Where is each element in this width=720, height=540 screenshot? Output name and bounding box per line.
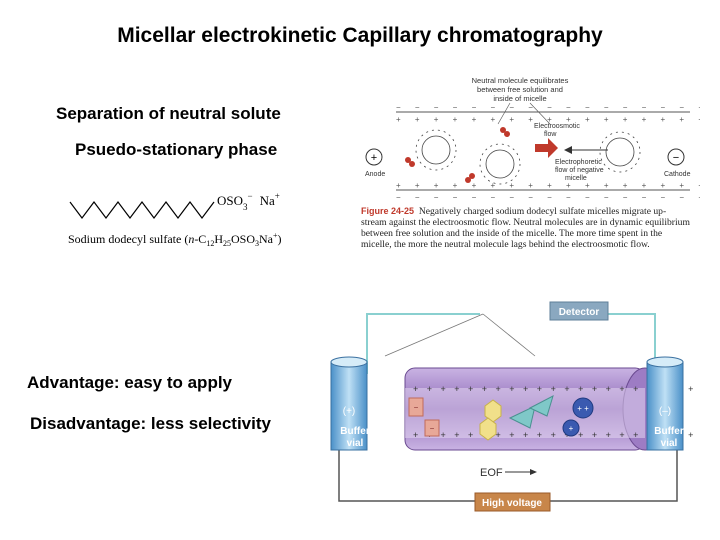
anion-analyte xyxy=(572,397,594,419)
high-voltage-label: High voltage xyxy=(482,498,542,509)
svg-text:+ + + + + + + + + + + + + + +: + + + + + + + + + + + + + + + + + + + + … xyxy=(396,115,700,124)
cation-analyte xyxy=(408,397,424,417)
right-vial-sign: (–) xyxy=(659,406,671,417)
caption-label: Figure 24-25 xyxy=(361,206,415,216)
micelle-figure: Neutral molecule equilibrates between fr… xyxy=(365,76,700,202)
sds-structure: OSO3−Na+ Sodium dodecyl sulfate (n-C12H2… xyxy=(68,191,282,248)
micelle-3 xyxy=(599,131,641,173)
note-line-1: Neutral molecule equilibrates xyxy=(472,76,569,85)
eo-flow-arrow xyxy=(535,138,558,158)
detector-label: Detector xyxy=(559,307,600,318)
right-vial-label-2: vial xyxy=(661,438,678,449)
micelle-1 xyxy=(415,129,457,171)
svg-text:+: + xyxy=(569,424,574,433)
svg-text:−: − xyxy=(430,424,435,433)
left-vial-label-1: Buffer xyxy=(340,426,370,437)
svg-text:− − − − − − − − − − − − − − −: − − − − − − − − − − − − − − − − − − − − … xyxy=(396,103,700,112)
eo-flow-label-2: flow xyxy=(544,131,557,138)
anode-symbol xyxy=(365,148,383,166)
anode-label: Anode xyxy=(365,171,385,178)
ep-flow-label-1: Electrophoretic xyxy=(555,159,602,166)
note-line-2: between free solution and xyxy=(477,85,563,94)
ep-flow-label-3: micelle xyxy=(565,175,587,182)
note-line-3: inside of micelle xyxy=(493,94,546,103)
ep-flow-arrow xyxy=(564,146,572,154)
eo-flow-label-1: Electroosmotic xyxy=(534,123,580,130)
left-vial-sign: (+) xyxy=(343,406,356,417)
caption-text: Negatively charged sodium dodecyl sulfat… xyxy=(361,206,690,250)
svg-text:−: − xyxy=(414,403,419,412)
sds-headgroup: OSO3−Na+ xyxy=(217,191,280,212)
left-vial-label-2: vial xyxy=(347,438,364,449)
cathode-symbol xyxy=(667,148,685,166)
eof-arrow xyxy=(530,469,537,475)
neutral-molecule-icon xyxy=(405,157,411,163)
svg-text:+ + + + + + + + + + + + + + +: + + + + + + + + + + + + + + + + + + + + … xyxy=(413,384,695,394)
micelle-analyte xyxy=(508,405,536,429)
point-separation: Separation of neutral solute xyxy=(56,104,281,123)
ce-apparatus: Detector + + + + + + + + + + + + + + + +… xyxy=(330,301,695,512)
figure-caption: Figure 24-25 Negatively charged sodium d… xyxy=(361,206,691,250)
point-phase: Psuedo-stationary phase xyxy=(75,140,278,159)
neutral-analyte xyxy=(484,399,502,423)
detector-box xyxy=(549,301,609,321)
cathode-label: Cathode xyxy=(664,171,691,178)
point-advantage: Advantage: easy to apply xyxy=(27,373,233,392)
ep-flow-label-2: flow of negative xyxy=(555,167,604,174)
svg-text:+ +: + + xyxy=(577,404,589,413)
eof-label: EOF xyxy=(480,467,503,479)
right-vial-label-1: Buffer xyxy=(654,426,684,437)
slide-title: Micellar electrokinetic Capillary chroma… xyxy=(117,24,603,47)
wire-right-top xyxy=(585,313,656,374)
svg-text:+ + + + + + + + + + + + + + +: + + + + + + + + + + + + + + + + + + + + … xyxy=(413,430,695,440)
svg-text:− − − − − − − − − − − − − − −: − − − − − − − − − − − − − − − − − − − − … xyxy=(396,193,700,202)
svg-text:+ + + + + + + + + + + + + + +: + + + + + + + + + + + + + + + + + + + + … xyxy=(396,181,700,190)
svg-text:−: − xyxy=(673,152,679,164)
right-buffer-vial xyxy=(646,361,684,451)
svg-text:+: + xyxy=(371,152,377,164)
alkyl-chain xyxy=(69,201,215,219)
wire-left-top xyxy=(366,313,480,374)
sds-name: Sodium dodecyl sulfate (n-C12H25OSO3Na+) xyxy=(68,231,282,248)
high-voltage-box xyxy=(474,492,551,512)
point-disadvantage: Disadvantage: less selectivity xyxy=(30,414,271,433)
micelle-2 xyxy=(479,143,521,185)
